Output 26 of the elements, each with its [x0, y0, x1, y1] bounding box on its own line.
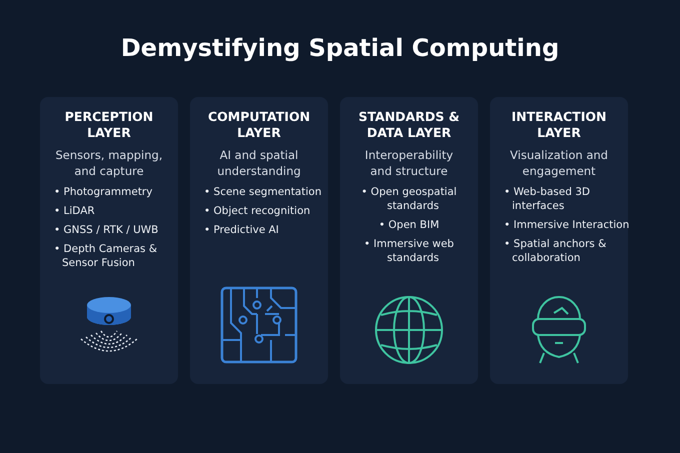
bullet-item: • Open BIM — [378, 218, 440, 232]
layer-card — [490, 97, 628, 384]
card-subtitle: Visualization and engagement — [509, 147, 609, 179]
bullet-item: • Object recognition — [204, 204, 310, 218]
card-heading: PERCEPTION LAYER — [64, 109, 154, 141]
bullet-item: • GNSS / RTK / UWB — [54, 223, 158, 237]
diagram-title: Demystifying Spatial Computing — [120, 34, 560, 62]
bullet-item: • Immersive Interaction — [504, 218, 630, 232]
card-subtitle: Interoperability and structure — [364, 147, 454, 179]
card-subtitle: Sensors, mapping, and capture — [54, 147, 164, 179]
bullet-item: • Spatial anchors & collaboration — [504, 237, 608, 265]
bullet-item: • Predictive AI — [204, 223, 279, 237]
bullet-item: • Photogrammetry — [54, 185, 152, 199]
card-subtitle: AI and spatial understanding — [216, 147, 302, 179]
layer-card — [340, 97, 478, 384]
bullet-item: • Immersive web standards — [363, 237, 455, 265]
bullet-item: • Open geospatial standards — [360, 185, 458, 213]
card-heading: INTERACTION LAYER — [510, 109, 608, 141]
layer-card — [40, 97, 178, 384]
card-heading: COMPUTATION LAYER — [206, 109, 312, 141]
bullet-item: • LiDAR — [54, 204, 95, 218]
bullet-item: • Depth Cameras & Sensor Fusion — [54, 242, 158, 270]
bullet-item: • Web-based 3D interfaces — [504, 185, 592, 213]
layer-card — [190, 97, 328, 384]
card-heading: STANDARDS & DATA LAYER — [357, 109, 460, 141]
bullet-item: • Scene segmentation — [204, 185, 322, 199]
